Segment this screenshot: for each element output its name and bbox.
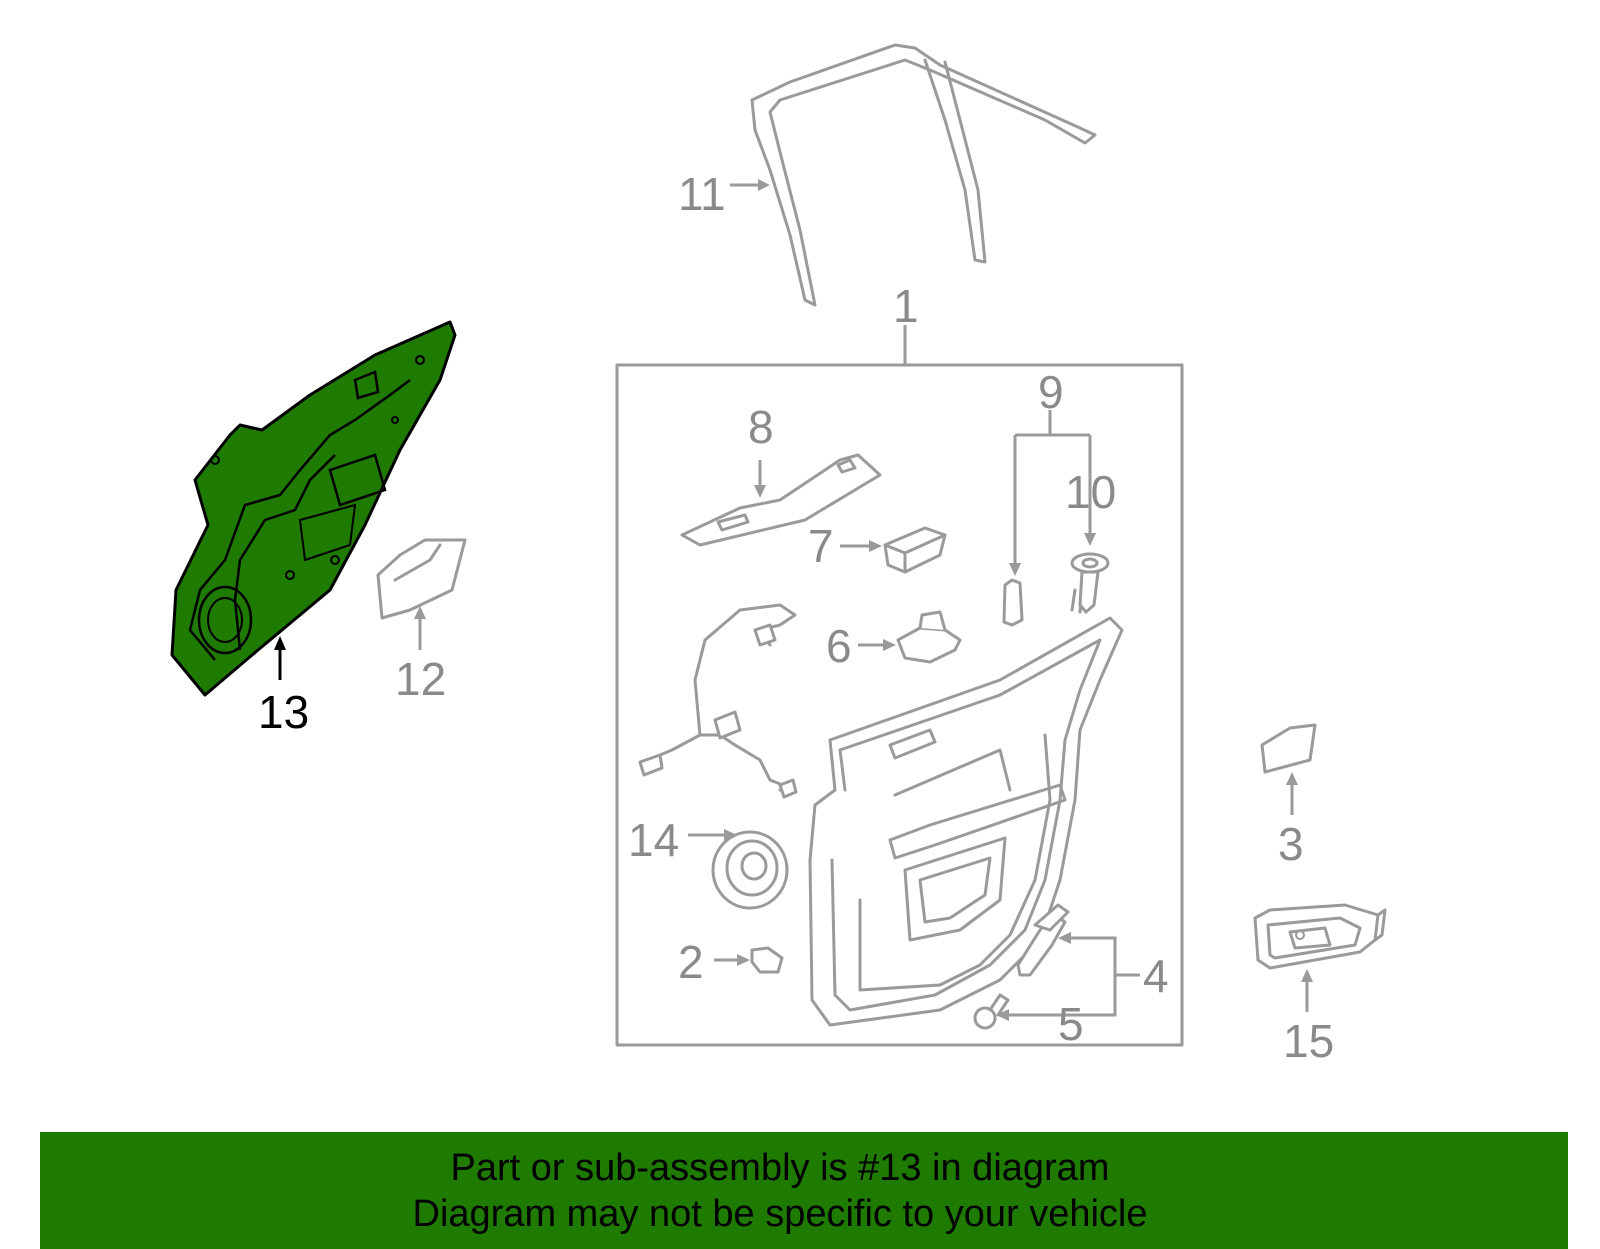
assembly-box-1 (615, 325, 1184, 1047)
part-9-10-fasteners (1002, 410, 1110, 627)
callout-10: 10 (1065, 466, 1116, 518)
callout-14: 14 (628, 814, 679, 866)
door-trim-panel (808, 616, 1124, 1027)
callout-1: 1 (893, 280, 919, 332)
callout-8: 8 (748, 401, 774, 453)
part-15-inner-handle (1253, 903, 1387, 1012)
callout-5: 5 (1058, 998, 1084, 1050)
info-banner: Part or sub-assembly is #13 in diagram D… (40, 1132, 1568, 1249)
callout-4: 4 (1143, 950, 1169, 1002)
part-11-window-channel (730, 43, 1097, 307)
callout-15: 15 (1283, 1015, 1334, 1067)
banner-line-1: Part or sub-assembly is #13 in diagram (450, 1147, 1110, 1189)
callout-7: 7 (808, 520, 834, 572)
part-6-switch (858, 610, 962, 664)
banner-line-2: Diagram may not be specific to your vehi… (412, 1193, 1148, 1235)
part-12-bracket (376, 538, 467, 650)
callout-3: 3 (1278, 818, 1304, 870)
callout-9: 9 (1038, 366, 1064, 418)
part-14-speaker (688, 829, 789, 910)
part-8-switch-bezel (680, 453, 882, 547)
part-7-switch (840, 526, 947, 574)
wiring-harness (638, 603, 798, 799)
part-13-door-module-panel (170, 320, 457, 697)
callout-2: 2 (678, 936, 704, 988)
callout-11: 11 (678, 168, 726, 220)
part-2-clip (714, 946, 784, 974)
callout-13: 13 (258, 686, 309, 738)
callout-12: 12 (395, 653, 446, 705)
callout-6: 6 (826, 620, 852, 672)
part-3-trim-piece (1260, 723, 1317, 815)
part-4-5-fasteners (973, 903, 1140, 1030)
